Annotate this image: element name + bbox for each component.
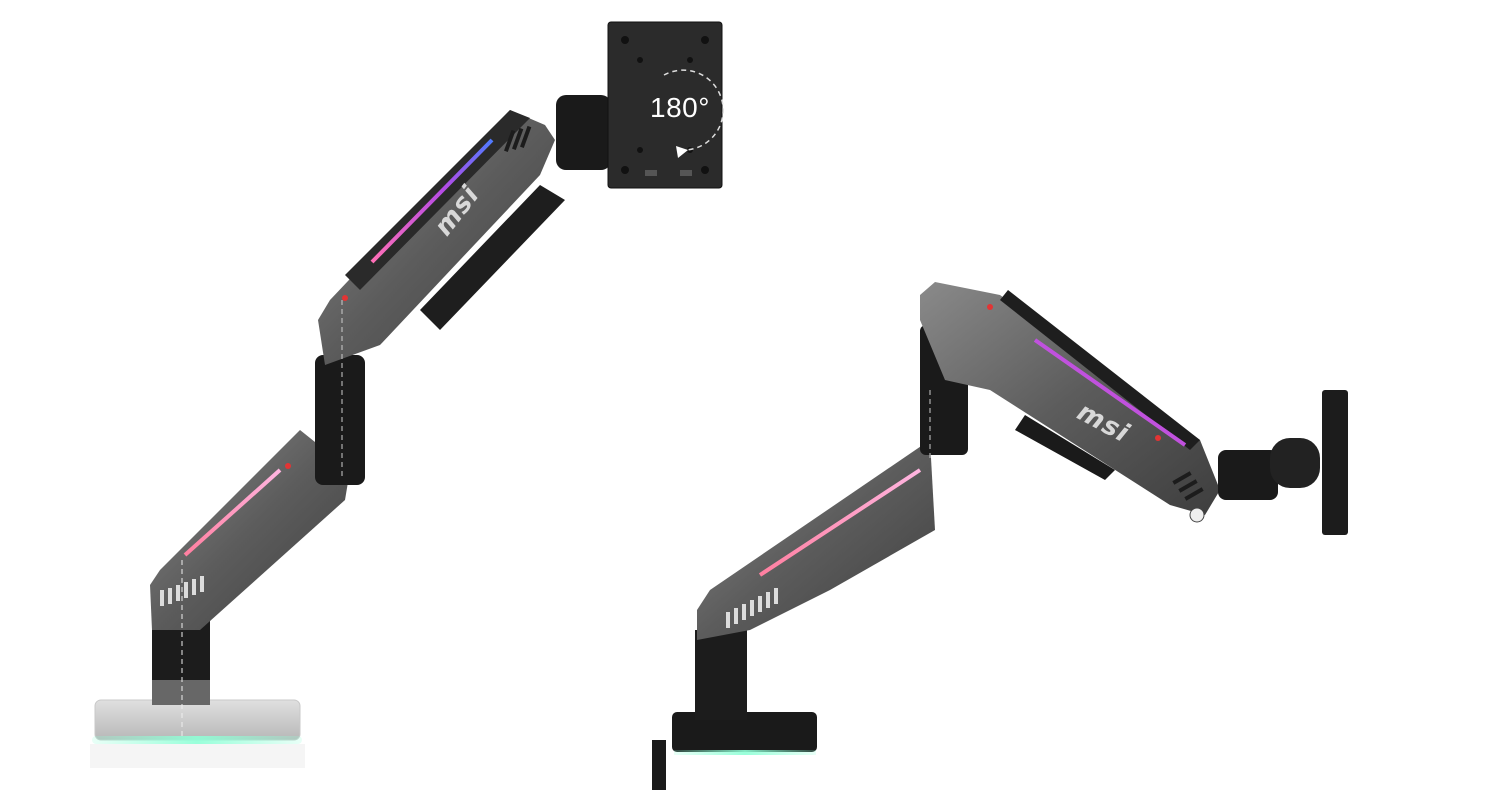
right-arm-vent-upper: [1172, 471, 1204, 501]
right-monitor-arm: [652, 282, 1348, 790]
right-arm-base-glow: [674, 750, 816, 755]
left-arm-upper-segment: [318, 110, 555, 365]
left-arm-vent-upper: [504, 125, 532, 152]
left-arm-elbow: [315, 355, 365, 485]
left-arm-vesa-plate: [607, 21, 723, 189]
left-monitor-arm: [90, 21, 724, 768]
right-arm-clamp: [672, 712, 817, 752]
vesa-mount-holes: [621, 36, 709, 174]
right-arm-pole: [695, 630, 747, 720]
rotation-angle-label: 180°: [650, 92, 710, 123]
left-arm-base: [94, 699, 301, 741]
right-arm-vent-lower: [726, 588, 778, 628]
left-arm-tilt-head: [556, 95, 611, 170]
right-arm-upper-segment: [920, 282, 1220, 515]
left-arm-base-glow: [92, 736, 302, 744]
left-arm-vent-lower: [160, 576, 204, 606]
right-arm-vesa-plate: [1322, 390, 1348, 535]
right-arm-tilt-head: [1218, 450, 1278, 500]
rotation-arrow-icon: [663, 69, 724, 158]
